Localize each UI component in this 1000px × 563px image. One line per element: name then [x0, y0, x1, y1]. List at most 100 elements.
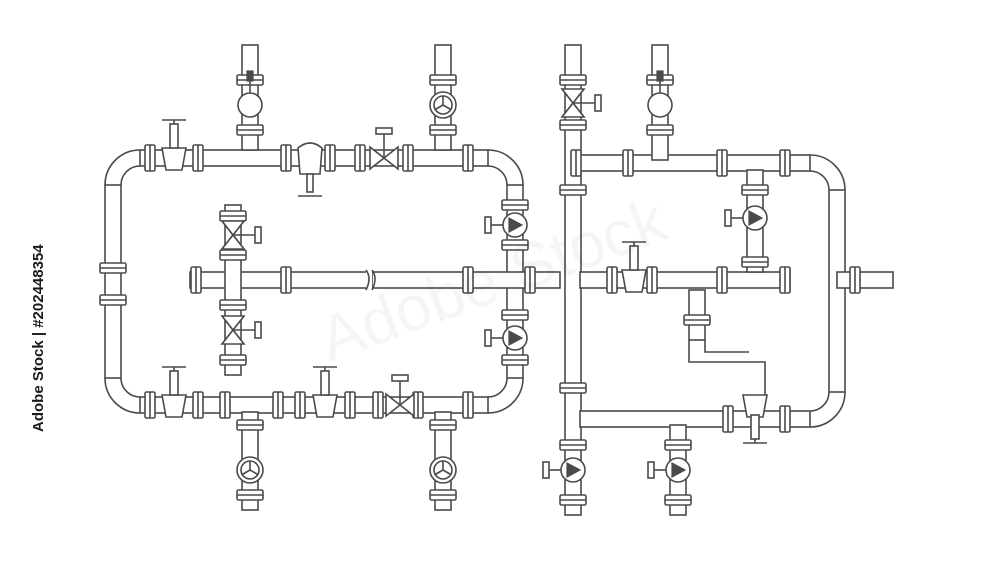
- flange: [272, 391, 284, 419]
- gate-valve-bottom-left: [161, 366, 187, 418]
- flange: [501, 354, 529, 366]
- flange: [99, 294, 127, 306]
- flange: [716, 149, 728, 177]
- butterfly-valve-bottom: [385, 374, 415, 418]
- butterfly-valve-top: [369, 127, 399, 171]
- flange: [501, 309, 529, 321]
- flange: [324, 144, 336, 172]
- flange: [402, 144, 414, 172]
- flange: [559, 74, 587, 86]
- valve-handle: [542, 461, 550, 479]
- flange: [354, 144, 366, 172]
- valve-handle: [391, 374, 409, 382]
- stock-id-label: Adobe Stock | #202448354: [6, 244, 47, 468]
- valve-handle: [254, 226, 262, 244]
- flange: [501, 199, 529, 211]
- flange: [683, 314, 711, 326]
- flange: [429, 489, 457, 501]
- valve-handle: [254, 321, 262, 339]
- valve-lever: [246, 70, 254, 82]
- valve-body: [161, 394, 187, 418]
- wheel-spoke: [434, 104, 444, 111]
- flange: [559, 119, 587, 131]
- flange: [236, 419, 264, 431]
- bend-top-right: [487, 149, 524, 186]
- bend-top-left: [104, 149, 141, 186]
- ball-valve-riser-1: [237, 70, 263, 118]
- flange: [622, 149, 634, 177]
- drain-line: [688, 340, 766, 395]
- flange: [99, 262, 127, 274]
- flange: [219, 210, 247, 222]
- flange: [646, 266, 658, 294]
- flange: [280, 266, 292, 294]
- wheel-valve-bottom-2: [429, 456, 457, 484]
- flange: [559, 382, 587, 394]
- regulator-body: [297, 142, 323, 175]
- valve-arrow: [508, 216, 524, 234]
- bend-arc: [809, 154, 846, 191]
- valve-stem: [320, 370, 330, 396]
- flange: [372, 391, 384, 419]
- flange: [716, 266, 728, 294]
- valve-body: [621, 269, 647, 293]
- flange: [779, 405, 791, 433]
- gate-valve-bottom-middle: [312, 366, 338, 418]
- pipe-bottom-right: [579, 410, 811, 428]
- valve-handle: [724, 209, 732, 227]
- flange: [280, 144, 292, 172]
- flange: [741, 184, 769, 196]
- check-valve-inner: [724, 205, 768, 231]
- regulator-stem: [306, 173, 314, 193]
- valve-handle: [647, 461, 655, 479]
- pipe-break-middle: [365, 269, 376, 291]
- bend-arc: [104, 149, 141, 186]
- valve-arrow: [508, 329, 524, 347]
- pipe-top-right: [579, 154, 811, 172]
- valve-arrow: [566, 461, 582, 479]
- butterfly-valve-branch-upper: [220, 220, 262, 250]
- flange: [570, 149, 582, 177]
- wheel-spoke: [241, 469, 251, 476]
- check-valve-main-riser: [542, 457, 586, 483]
- valve-lever: [656, 70, 664, 82]
- gate-valve-top-left: [161, 119, 187, 171]
- bend-arc: [487, 149, 524, 186]
- check-valve-upper: [484, 212, 528, 238]
- flange: [190, 266, 202, 294]
- break-line: [365, 269, 370, 291]
- valve-arrow: [671, 461, 687, 479]
- bend-arc: [809, 391, 846, 428]
- bend-arc: [120, 377, 141, 398]
- flange: [294, 391, 306, 419]
- flange: [429, 419, 457, 431]
- valve-stem: [169, 123, 179, 149]
- flange: [344, 391, 356, 419]
- break-line: [371, 269, 376, 291]
- valve-handle: [484, 216, 492, 234]
- bend-right-bottom: [809, 391, 846, 428]
- valve-ball: [647, 92, 673, 118]
- flange: [236, 489, 264, 501]
- gate-valve-right-middle: [621, 241, 647, 293]
- pipe-right-riser: [828, 189, 846, 393]
- bend-arc: [487, 165, 508, 186]
- pipe-left-riser: [104, 184, 122, 379]
- bend-arc: [809, 391, 830, 412]
- flange: [192, 144, 204, 172]
- valve-ball: [237, 92, 263, 118]
- flange: [501, 239, 529, 251]
- valve-handle: [594, 94, 602, 112]
- bend-arc: [487, 377, 508, 398]
- valve-body: [312, 394, 338, 418]
- bend-arc: [809, 170, 830, 191]
- valve-arrow: [748, 209, 764, 227]
- flange: [219, 249, 247, 261]
- flange: [144, 391, 156, 419]
- butterfly-valve-main-riser: [560, 88, 602, 118]
- flange: [219, 391, 231, 419]
- flange: [462, 391, 474, 419]
- flange: [192, 391, 204, 419]
- flange: [559, 494, 587, 506]
- valve-body: [742, 394, 768, 418]
